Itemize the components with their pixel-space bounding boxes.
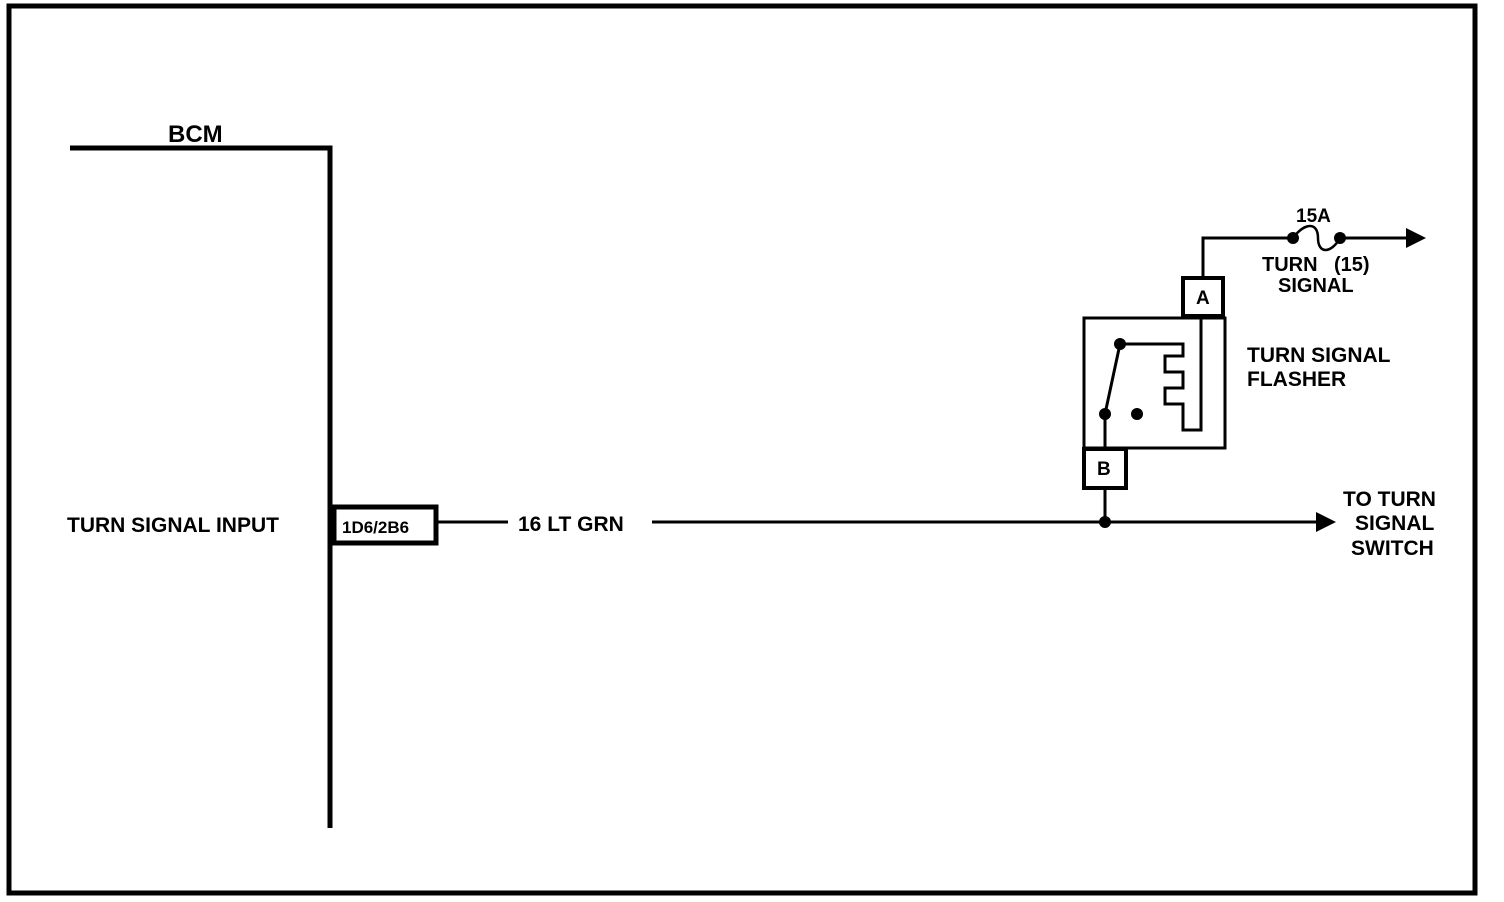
flasher-switch-blade xyxy=(1103,343,1122,415)
fuse-rating: 15A xyxy=(1296,206,1331,227)
bcm-boundary xyxy=(70,145,333,828)
fuse-symbol xyxy=(1292,224,1342,252)
flasher-label-line-2: FLASHER xyxy=(1247,368,1346,391)
terminal-a-label: A xyxy=(1196,288,1210,309)
fuse-name-line-1: TURN xyxy=(1262,254,1318,276)
destination-line-2: SIGNAL xyxy=(1355,512,1435,535)
switch-contact-open xyxy=(1131,408,1143,420)
bcm-pin-box xyxy=(331,504,439,546)
fuse-arrow-head xyxy=(1406,228,1426,248)
bcm-label: BCM xyxy=(168,121,223,148)
bcm-module: BCM TURN SIGNAL INPUT 1D6/2B6 xyxy=(67,121,439,828)
wire-arrow-head xyxy=(1316,512,1336,532)
wire-label: 16 LT GRN xyxy=(518,513,624,536)
destination-line-3: SWITCH xyxy=(1351,537,1434,560)
flasher-heater-element xyxy=(1120,316,1203,432)
flasher-label-line-1: TURN SIGNAL xyxy=(1247,344,1391,367)
fuse-number: (15) xyxy=(1334,254,1370,276)
destination-line-1: TO TURN xyxy=(1343,488,1436,511)
fuse-terminal-left xyxy=(1287,232,1299,244)
fuse-feed-wire xyxy=(1201,236,1293,278)
switch-contact-pivot xyxy=(1099,408,1111,420)
destination-label: TO TURN SIGNAL SWITCH xyxy=(1343,488,1436,560)
bcm-pin-label: 1D6/2B6 xyxy=(342,518,409,537)
fuse-name-line-2: SIGNAL xyxy=(1278,275,1354,297)
terminal-b-label: B xyxy=(1097,459,1111,480)
turn-signal-flasher: A B TURN SIGNAL FLASHER xyxy=(1082,276,1391,522)
fuse-feed: 15A TURN (15) SIGNAL xyxy=(1201,206,1426,297)
diagram-frame xyxy=(6,3,1478,896)
turn-signal-input-label: TURN SIGNAL INPUT xyxy=(67,514,279,537)
main-wire: 16 LT GRN xyxy=(436,512,1336,536)
